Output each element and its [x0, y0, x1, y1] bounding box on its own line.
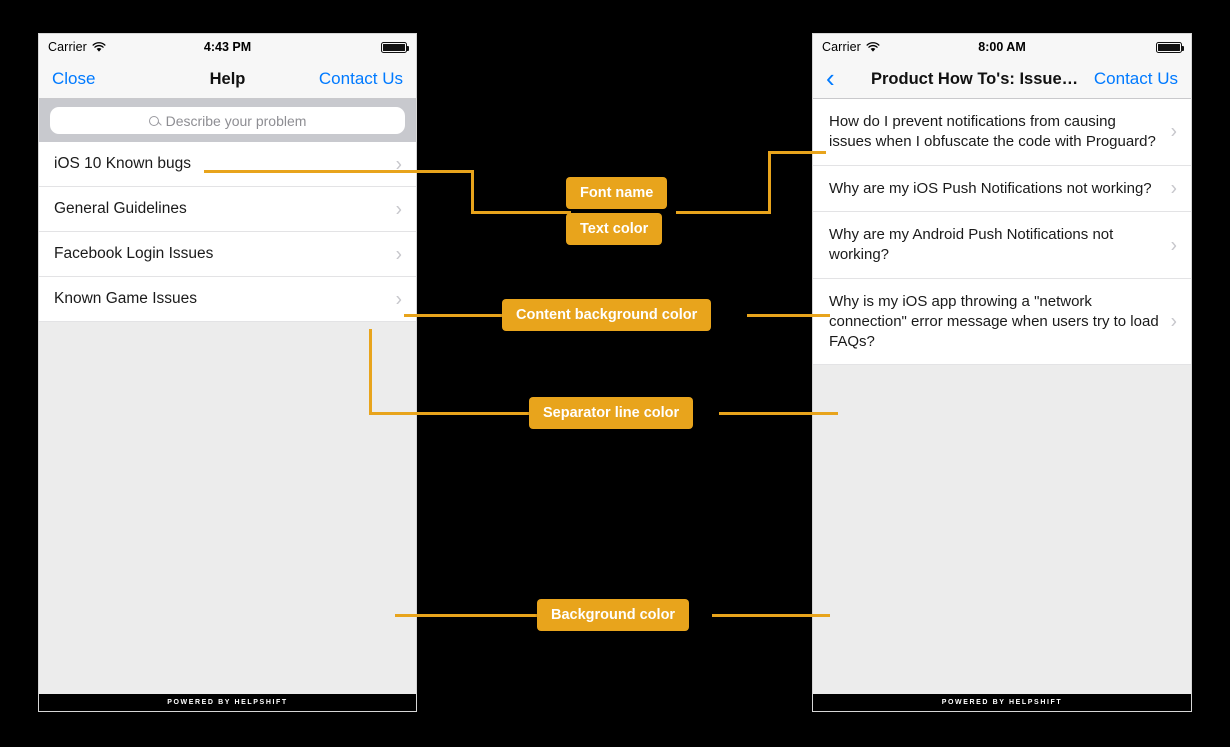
search-input[interactable]: Describe your problem — [50, 107, 405, 134]
footer-label: POWERED BY HELPSHIFT — [941, 699, 1063, 706]
footer-branding-left: POWERED BY HELPSHIFT — [39, 694, 416, 711]
empty-background-left — [39, 322, 416, 694]
section-list: iOS 10 Known bugs › General Guidelines ›… — [39, 142, 416, 322]
list-item-label: iOS 10 Known bugs — [54, 154, 192, 172]
chevron-right-icon: › — [1170, 177, 1177, 200]
chevron-right-icon: › — [1170, 120, 1177, 143]
status-bar-left-group: Carrier — [48, 40, 106, 54]
leader-line-font-name-right-a — [676, 211, 771, 214]
carrier-label: Carrier — [48, 40, 87, 54]
list-item-label: Known Game Issues — [54, 289, 198, 307]
phone-mockup-right: Carrier 8:00 AM ‹ Product How To's: Issu… — [812, 33, 1192, 712]
search-bar-container: Describe your problem — [39, 99, 416, 142]
battery-icon — [1156, 41, 1185, 53]
chevron-right-icon: › — [1170, 234, 1177, 257]
list-item[interactable]: General Guidelines › — [39, 187, 416, 232]
chevron-right-icon: › — [1170, 310, 1177, 333]
wifi-icon — [92, 41, 106, 53]
search-placeholder: Describe your problem — [165, 112, 307, 129]
page-title: Product How To's: Issue… — [871, 69, 1079, 88]
nav-bar-right: ‹ Product How To's: Issue… Contact Us — [813, 60, 1191, 99]
list-item[interactable]: Why are my iOS Push Notifications not wo… — [813, 165, 1191, 213]
status-bar-right: Carrier 8:00 AM — [813, 34, 1191, 60]
battery-icon — [381, 41, 410, 53]
list-item-label: General Guidelines — [54, 199, 187, 217]
list-item-label: Why is my iOS app throwing a "network co… — [829, 292, 1159, 350]
chevron-right-icon: › — [395, 197, 402, 221]
chevron-right-icon: › — [395, 152, 402, 176]
footer-label: POWERED BY HELPSHIFT — [167, 699, 288, 706]
chevron-left-icon[interactable]: ‹ — [826, 62, 835, 93]
list-item-label: Why are my Android Push Notifications no… — [829, 226, 1114, 264]
carrier-label: Carrier — [822, 40, 861, 54]
list-item-label: Why are my iOS Push Notifications not wo… — [829, 179, 1152, 197]
wifi-icon — [866, 41, 880, 53]
leader-line-font-name-right-b — [768, 151, 771, 214]
status-bar-left: Carrier 4:43 PM — [39, 34, 416, 60]
contact-us-button[interactable]: Contact Us — [1093, 69, 1178, 88]
leader-line-font-name-left-c — [471, 211, 571, 214]
list-item[interactable]: Why is my iOS app throwing a "network co… — [813, 278, 1191, 366]
list-item[interactable]: Facebook Login Issues › — [39, 232, 416, 277]
chevron-right-icon: › — [395, 287, 402, 311]
phone-mockup-left: Carrier 4:43 PM Close Help Contact Us De… — [38, 33, 417, 712]
footer-branding-right: POWERED BY HELPSHIFT — [813, 694, 1191, 711]
contact-us-button[interactable]: Contact Us — [318, 69, 403, 88]
list-item[interactable]: iOS 10 Known bugs › — [39, 142, 416, 187]
page-title: Help — [209, 69, 246, 88]
empty-background-right — [813, 365, 1191, 694]
list-item[interactable]: Known Game Issues › — [39, 277, 416, 322]
nav-bar-left: Close Help Contact Us — [39, 60, 416, 99]
status-bar-right-group — [1156, 41, 1185, 53]
faq-list: How do I prevent notifications from caus… — [813, 99, 1191, 366]
leader-line-content-background-left — [404, 314, 502, 317]
chevron-right-icon: › — [395, 242, 402, 266]
list-item[interactable]: How do I prevent notifications from caus… — [813, 99, 1191, 166]
annotation-badge-text-color[interactable]: Text color — [566, 213, 663, 245]
list-item-label: Facebook Login Issues — [54, 244, 214, 262]
annotation-badge-separator-line-color[interactable]: Separator line color — [529, 397, 694, 429]
status-bar-right-group — [381, 41, 410, 53]
search-icon — [148, 115, 159, 126]
annotation-badge-font-name[interactable]: Font name — [566, 177, 668, 209]
close-button[interactable]: Close — [52, 69, 96, 88]
list-item[interactable]: Why are my Android Push Notifications no… — [813, 212, 1191, 279]
leader-line-font-name-left-b — [471, 170, 474, 214]
annotation-badge-background-color[interactable]: Background color — [537, 599, 690, 631]
annotation-badge-content-background-color[interactable]: Content background color — [502, 299, 712, 331]
status-bar-left-group: Carrier — [822, 40, 880, 54]
list-item-label: How do I prevent notifications from caus… — [829, 113, 1156, 150]
